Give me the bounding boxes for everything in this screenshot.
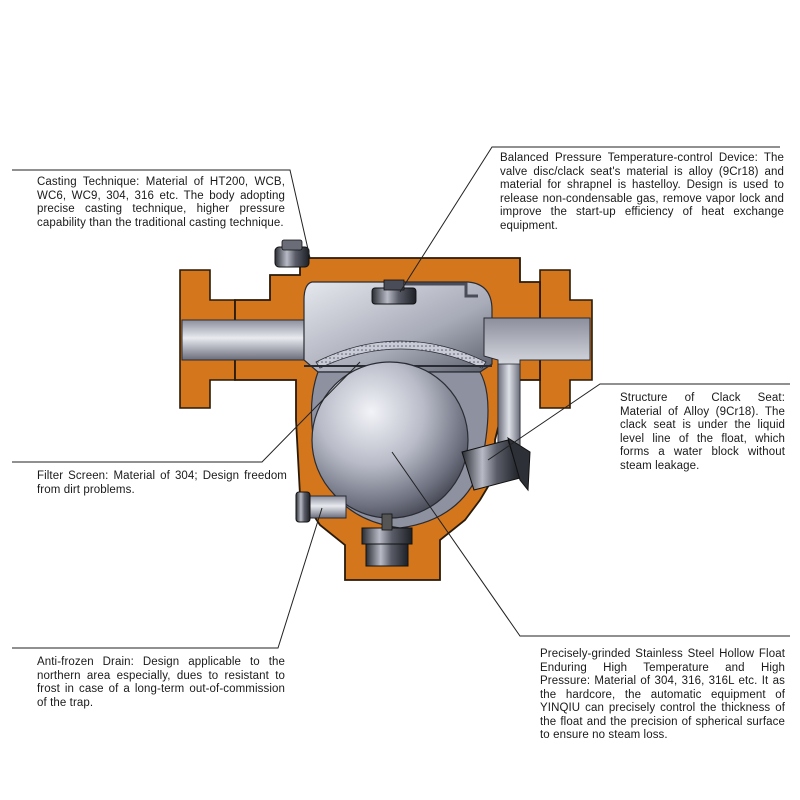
clack-seat: [461, 436, 531, 492]
leader-lines: [12, 146, 790, 649]
callout-float-ball: Precisely-grinded Stainless Steel Hollow…: [540, 648, 785, 741]
leader-balanced: [399, 146, 780, 293]
bottom-plug: [361, 513, 413, 567]
leader-drain: [12, 507, 323, 649]
callout-anti-frozen-drain: Anti-frozen Drain: Design applicable to …: [37, 656, 285, 709]
leader-clack: [487, 383, 790, 461]
callout-filter-screen: Filter Screen: Material of 304; Design f…: [37, 470, 287, 496]
leader-float: [391, 451, 790, 637]
anti-frozen-drain: [295, 491, 347, 523]
callout-balanced-pressure-device: Balanced Pressure Temperature-control De…: [500, 152, 784, 232]
leader-casting: [12, 169, 311, 259]
outlet-passage: [483, 317, 591, 449]
callout-clack-seat: Structure of Clack Seat: Material of All…: [620, 392, 785, 472]
balanced-pressure-device: [371, 279, 478, 305]
float-ball: [311, 361, 469, 519]
leader-filter: [12, 361, 361, 463]
top-plug: [274, 239, 310, 268]
callout-casting-technique: Casting Technique: Material of HT200, WC…: [37, 176, 285, 229]
